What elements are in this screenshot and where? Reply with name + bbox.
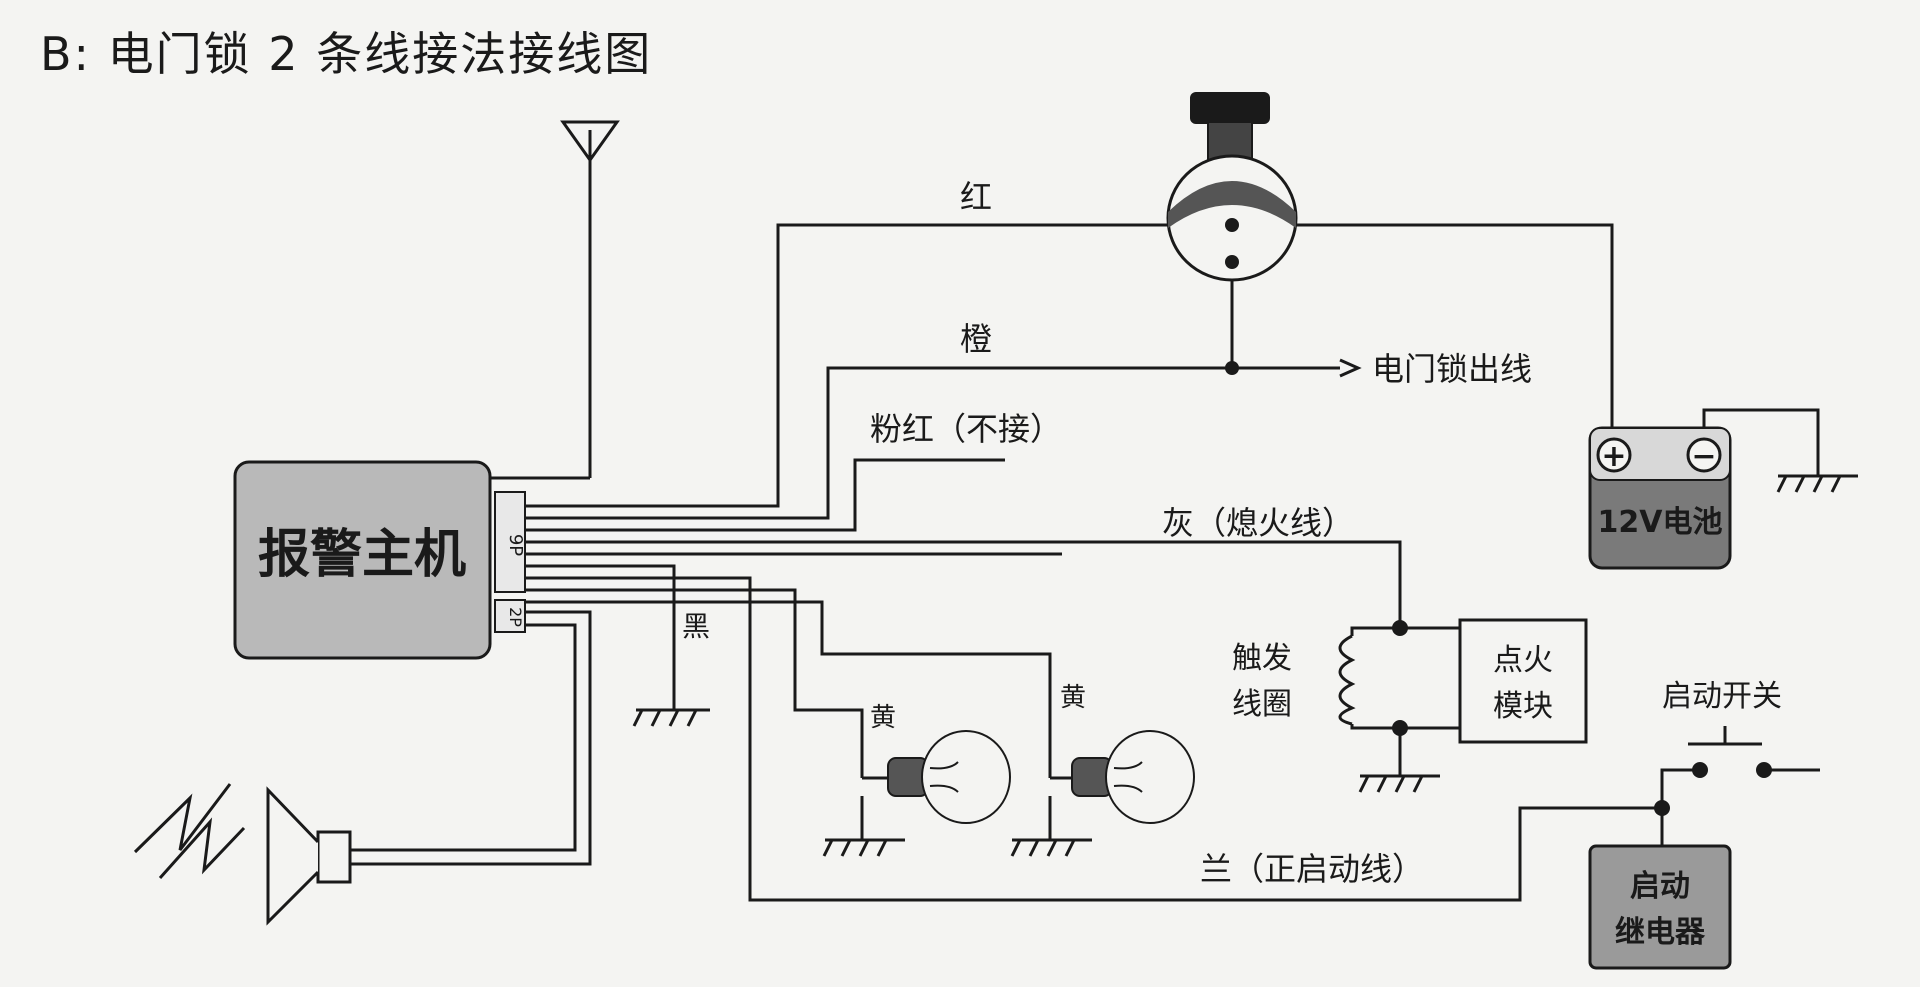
label-yellow-right: 黄 (1060, 683, 1086, 713)
ground-icon-battery (1776, 474, 1858, 493)
label-lock-output: 电门锁出线 (1372, 350, 1532, 388)
ignition-module-box (1458, 618, 1588, 744)
trigger-coil-label-2: 线圈 (1232, 687, 1292, 722)
ignition-module-label-1: 点火 (1493, 643, 1553, 678)
ignition-module-label-2: 模块 (1493, 689, 1553, 724)
label-red: 红 (960, 178, 992, 216)
ground-icon (632, 708, 710, 727)
wire-orange (525, 366, 1340, 520)
alarm-host-label: 报警主机 (258, 525, 466, 585)
trigger-coil-label-1: 触发 (1232, 641, 1292, 676)
wire-gray (525, 540, 1402, 628)
label-orange: 橙 (960, 320, 992, 358)
start-relay-box (1588, 844, 1732, 970)
lamp-left-icon (822, 730, 1011, 857)
battery-label: 12V电池 (1598, 505, 1723, 540)
wire-yellow-left (525, 588, 864, 778)
connector-9p-label: 9P (505, 534, 526, 556)
wire-red (525, 223, 1614, 508)
label-blue: 兰（正启动线） (1200, 850, 1424, 888)
start-relay-label-1: 启动 (1630, 869, 1690, 904)
label-yellow-left: 黄 (870, 703, 896, 733)
wire-black (525, 564, 676, 710)
wire-pink (525, 458, 1005, 532)
battery-minus-label: − (1691, 439, 1716, 474)
trigger-coil-icon (1338, 634, 1356, 726)
connector-2p-label: 2P (506, 607, 525, 627)
start-switch-icon (1660, 726, 1820, 808)
battery-plus-label: + (1601, 439, 1626, 474)
start-switch-label: 启动开关 (1662, 679, 1782, 714)
label-gray: 灰（熄火线） (1162, 504, 1354, 542)
speaker-icon (133, 783, 352, 926)
diagram-title: B: 电门锁 2 条线接法接线图 (40, 27, 653, 81)
connector-2p (494, 599, 526, 633)
wire-yellow-right (525, 600, 1052, 778)
connector-9p (494, 491, 526, 593)
ground-icon-coil (1358, 774, 1440, 793)
lamp-right-icon (1010, 730, 1195, 857)
battery-icon (1588, 426, 1732, 570)
wire-blue (525, 576, 1662, 902)
antenna-icon (560, 120, 620, 478)
ignition-key-icon (1166, 92, 1298, 282)
start-relay-label-2: 继电器 (1615, 915, 1706, 950)
label-pink: 粉红（不接） (870, 410, 1062, 448)
label-black: 黑 (682, 610, 710, 643)
alarm-host-box (233, 460, 492, 660)
